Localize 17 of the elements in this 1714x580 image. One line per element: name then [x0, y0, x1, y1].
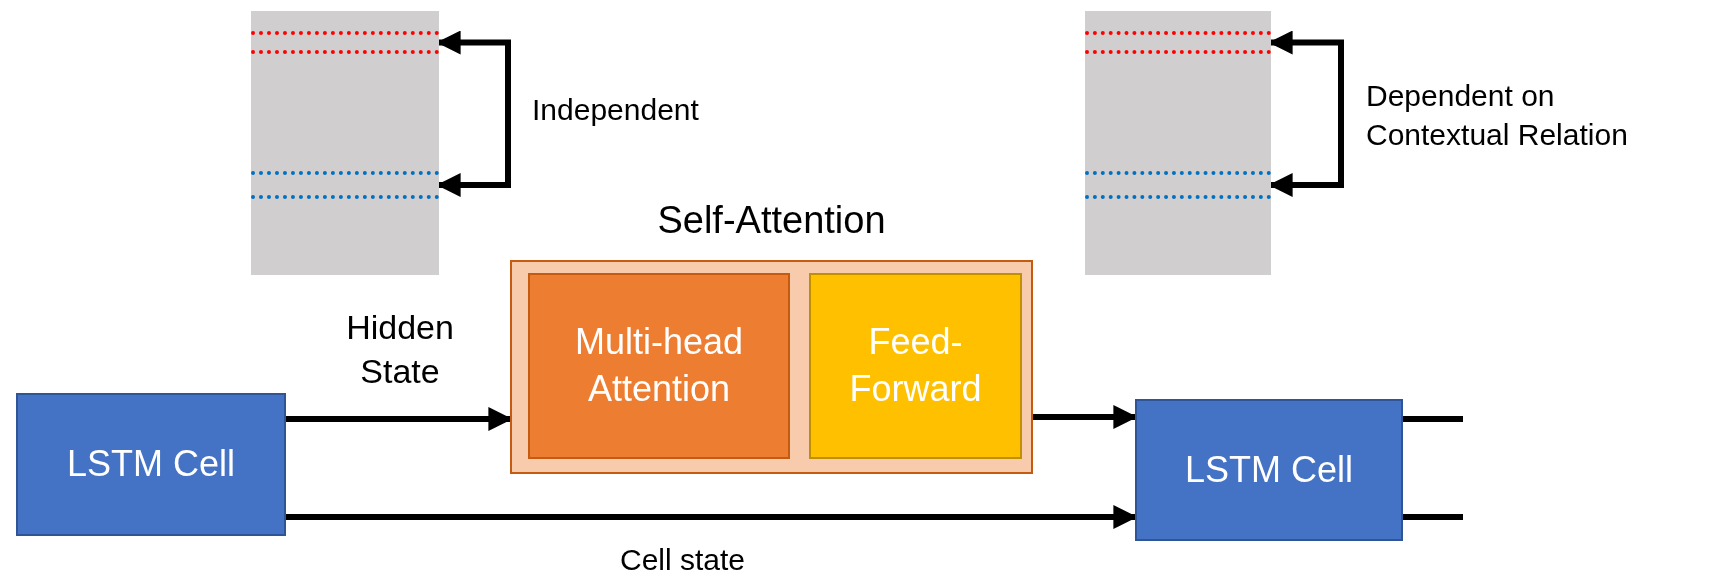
dotted-marker-band: [251, 31, 439, 54]
cell-box: LSTM Cell: [16, 393, 286, 536]
process-box: Multi-head Attention: [528, 273, 790, 459]
cell-box: LSTM Cell: [1135, 399, 1403, 541]
edge-label: Dependent on Contextual Relation: [1366, 78, 1629, 153]
process-box: Feed-Forward: [809, 273, 1022, 459]
edge-label: Independent: [532, 92, 699, 128]
edge-label: Hidden State: [345, 307, 455, 393]
connector-line: [1403, 514, 1463, 520]
dotted-marker-band: [1085, 31, 1271, 54]
sequence-panel: [1085, 11, 1271, 275]
sequence-panel: [251, 11, 439, 275]
group-title: Self-Attention: [657, 198, 886, 243]
dotted-marker-band: [1085, 171, 1271, 199]
connector-line: [1403, 416, 1463, 422]
dotted-marker-band: [251, 171, 439, 199]
edge-label: Cell state: [620, 542, 746, 578]
